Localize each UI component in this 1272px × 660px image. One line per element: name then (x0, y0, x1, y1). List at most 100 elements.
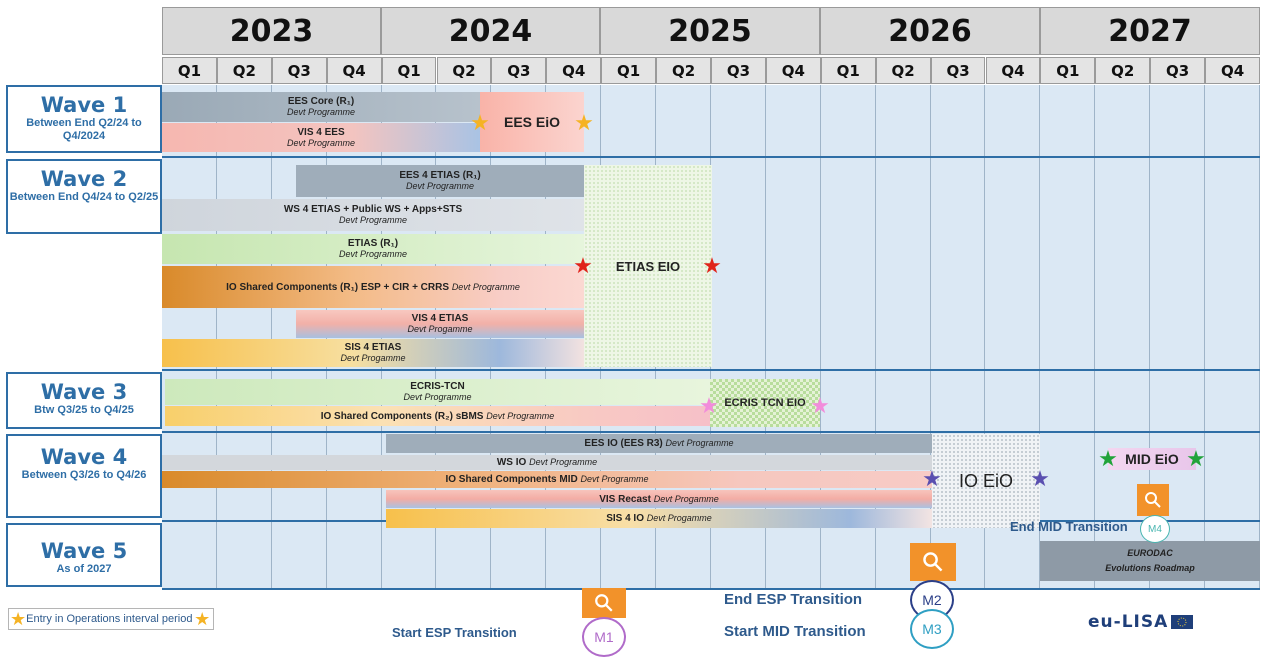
wave-title: Wave 4 (40, 445, 128, 469)
quarter-gridline (1205, 85, 1260, 589)
wave-subtitle: Between Q3/26 to Q4/26 (21, 469, 147, 481)
star-icon: ★ (1030, 466, 1050, 491)
legend-text: Entry in Operations interval period (26, 613, 193, 625)
bar-sublabel: Devt Programme (451, 281, 520, 292)
year-header: 2027 (1040, 7, 1260, 55)
star-icon: ★ (574, 110, 594, 135)
year-header: 2025 (600, 7, 820, 55)
quarter-header: Q4 (1205, 57, 1260, 84)
wave-title: Wave 5 (40, 539, 128, 563)
wave-label-4: Wave 4 Between Q3/26 to Q4/26 (6, 434, 162, 518)
bar-label-text: IO Shared Components (R₂) sBMS (320, 410, 484, 422)
bar-label: ETIAS (R₁) (347, 238, 399, 249)
quarter-header: Q1 (601, 57, 657, 84)
wave-subtitle: Between End Q4/24 to Q2/25 (9, 191, 159, 203)
quarter-gridline (711, 85, 766, 589)
eio-label: ECRIS TCN EIO (724, 397, 806, 409)
gantt-bar-ws-4-etias: WS 4 ETIAS + Public WS + Apps+STS Devt P… (162, 199, 584, 231)
eio-block-ees: EES EiO (480, 92, 584, 152)
milestone-label-m3: Start MID Transition (724, 623, 866, 640)
bar-label: VIS Recast Devt Progamme (599, 494, 719, 505)
bar-label: VIS 4 ETIAS (411, 313, 469, 324)
star-icon: ★ (10, 608, 27, 629)
gantt-bar-ws-io: WS IO Devt Programme (162, 455, 932, 470)
gantt-bar-io-shared-r1: IO Shared Components (R₁) ESP + CIR + CR… (162, 266, 584, 308)
gantt-bar-ees-core: EES Core (R₁) Devt Programme (162, 92, 480, 122)
quarter-header: Q3 (491, 57, 547, 84)
magnifier-icon (582, 588, 626, 618)
bar-label: WS 4 ETIAS + Public WS + Apps+STS (283, 204, 463, 215)
eio-label: ETIAS EIO (615, 258, 681, 274)
quarter-gridline (986, 85, 1041, 589)
bar-label-text: VIS Recast (599, 493, 651, 505)
quarter-header: Q1 (1040, 57, 1096, 84)
star-icon: ★ (922, 466, 942, 491)
wave-subtitle: Btw Q3/25 to Q4/25 (34, 404, 134, 416)
gantt-bar-io-shared-r2: IO Shared Components (R₂) sBMS Devt Prog… (165, 406, 710, 426)
star-icon: ★ (702, 253, 722, 278)
bar-label: WS IO Devt Programme (497, 457, 597, 468)
bar-label-text: IO Shared Components MID (445, 474, 578, 485)
eio-label: EES EiO (503, 114, 561, 130)
quarter-gridline (1095, 85, 1151, 589)
bar-label: ECRIS-TCN (410, 381, 465, 392)
eio-block-ecris-tcn: ECRIS TCN EIO (710, 379, 820, 427)
wave-separator (162, 431, 1260, 433)
gantt-bar-ees-4-etias: EES 4 ETIAS (R₁) Devt Programme (296, 165, 584, 197)
milestone-m3: M3 (910, 609, 954, 649)
year-header: 2023 (162, 7, 381, 55)
quarter-header: Q3 (930, 57, 986, 84)
bar-sublabel: Devt Progamme (340, 353, 406, 363)
year-header: 2026 (820, 7, 1040, 55)
legend: ★ Entry in Operations interval period ★ (8, 608, 214, 630)
quarter-header: Q4 (326, 57, 382, 84)
quarter-header: Q4 (546, 57, 602, 84)
logo-text: eu-LISA (1088, 612, 1169, 632)
bar-sublabel: Evolutions Roadmap (1105, 563, 1195, 573)
wave-subtitle: As of 2027 (56, 563, 112, 575)
bar-label: IO Shared Components (R₂) sBMS Devt Prog… (321, 411, 555, 422)
wave-title: Wave 2 (40, 167, 128, 191)
quarter-header: Q4 (765, 57, 821, 84)
wave-title: Wave 3 (40, 380, 128, 404)
bar-label: EES 4 ETIAS (R₁) (399, 170, 481, 181)
quarter-gridline (821, 85, 876, 589)
quarter-header: Q3 (271, 57, 327, 84)
bar-label: EES Core (R₁) (287, 96, 355, 107)
gantt-bar-etias: ETIAS (R₁) Devt Programme (162, 234, 584, 264)
bar-label: SIS 4 ETIAS (344, 342, 402, 353)
star-icon: ★ (573, 253, 593, 278)
quarter-header: Q2 (875, 57, 931, 84)
quarter-header: Q2 (436, 57, 492, 84)
eio-block-io: IO EiO (932, 434, 1040, 528)
bar-sublabel: Devt Programme (286, 107, 356, 117)
bar-label: IO Shared Components (R₁) ESP + CIR + CR… (226, 282, 520, 293)
quarter-header: Q2 (216, 57, 272, 84)
milestone-label-m4: End MID Transition (1010, 519, 1128, 534)
wave-label-2: Wave 2 Between End Q4/24 to Q2/25 (6, 159, 162, 234)
gantt-bar-eurodac: EURODAC Evolutions Roadmap (1040, 541, 1260, 581)
bar-sublabel: Devt Programme (486, 410, 555, 421)
eio-block-mid: MID EiO (1108, 448, 1196, 470)
star-icon: ★ (194, 608, 211, 629)
quarter-header: Q4 (985, 57, 1041, 84)
quarter-header: Q1 (820, 57, 876, 84)
milestone-label-m1: Start ESP Transition (392, 625, 517, 640)
quarter-header: Q2 (656, 57, 711, 84)
bar-label-text: EES IO (EES R3) (584, 438, 663, 449)
bar-sublabel: Devt Programme (665, 438, 734, 448)
eio-label: MID EiO (1125, 451, 1179, 467)
quarter-gridline (1150, 85, 1206, 589)
star-icon: ★ (1098, 446, 1118, 471)
bar-label-text: WS IO (496, 457, 527, 468)
wave-separator (162, 156, 1260, 158)
bar-sublabel: Devt Programme (529, 457, 598, 467)
chart-bottom-line (162, 588, 1260, 590)
bar-sublabel: Devt Programme (403, 392, 472, 402)
bar-label: VIS 4 EES (297, 126, 345, 138)
wave-separator (162, 369, 1260, 371)
quarter-gridline (162, 85, 217, 589)
wave-label-3: Wave 3 Btw Q3/25 to Q4/25 (6, 372, 162, 429)
gantt-bar-vis-4-etias: VIS 4 ETIAS Devt Progamme (296, 310, 584, 338)
gantt-bar-vis-4-ees: VIS 4 EES Devt Programme (162, 123, 480, 152)
